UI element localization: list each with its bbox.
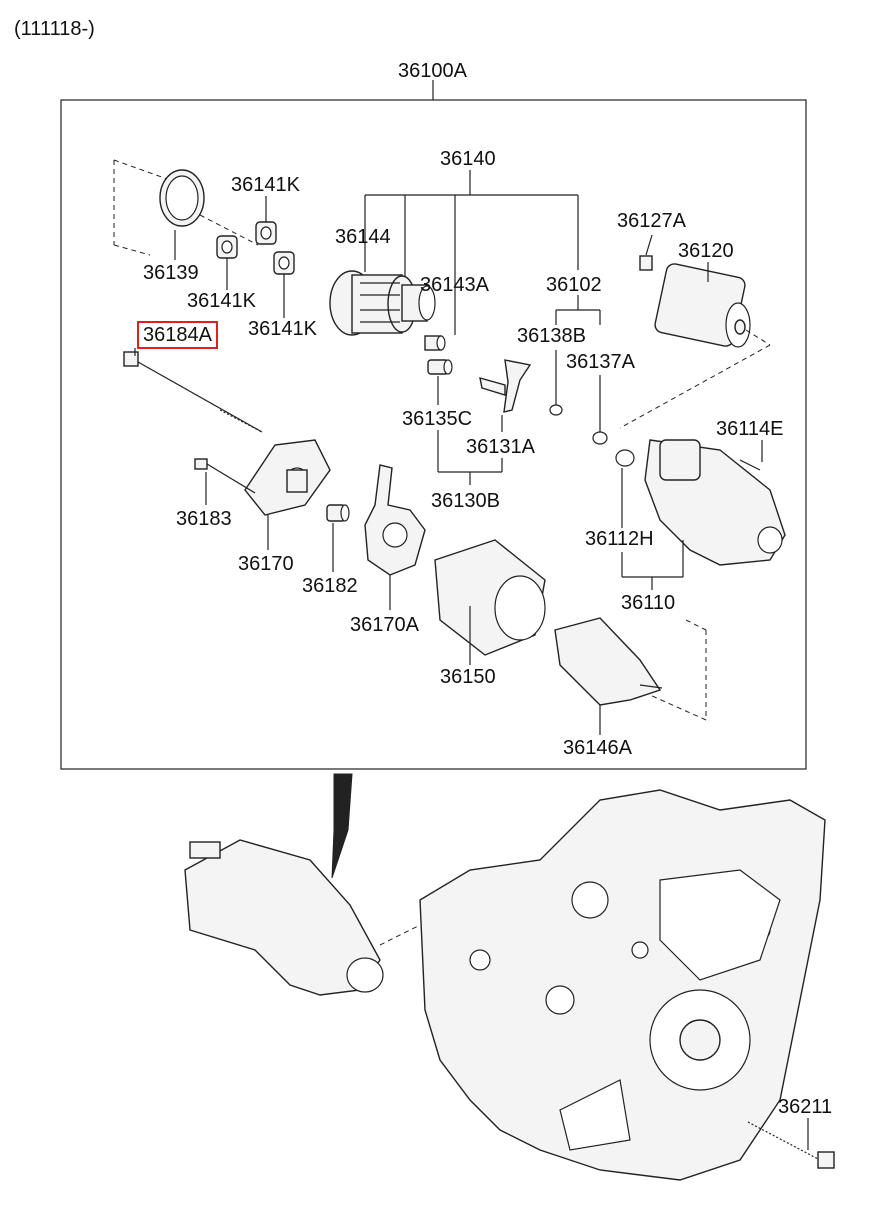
front-housing-36110 — [615, 439, 786, 566]
gear-36141K-c — [273, 251, 295, 275]
solenoid-36120 — [639, 255, 751, 348]
rear-cover-36170 — [244, 439, 331, 516]
label-36170[interactable]: 36170 — [238, 553, 294, 575]
collar-36135C — [427, 359, 453, 375]
label-36100A[interactable]: 36100A — [398, 60, 467, 82]
gear-36141K-a — [255, 221, 277, 245]
lever-36131A — [479, 359, 532, 413]
engine-block — [419, 789, 826, 1181]
label-36141K-a[interactable]: 36141K — [231, 174, 300, 196]
label-36170A[interactable]: 36170A — [350, 614, 419, 636]
label-36112H[interactable]: 36112H — [585, 528, 654, 550]
leader-36139 — [113, 159, 259, 260]
label-36144[interactable]: 36144 — [335, 226, 391, 248]
ring-36138B — [549, 404, 563, 416]
date-code: (111118-) — [14, 18, 95, 40]
brush-holder-36170A — [364, 464, 426, 576]
label-36141K-c[interactable]: 36141K — [248, 318, 317, 340]
screw-36183 — [194, 458, 256, 494]
label-36184A-highlighted[interactable]: 36184A — [137, 321, 218, 349]
label-36127A[interactable]: 36127A — [617, 210, 686, 232]
yoke-36150 — [434, 539, 546, 656]
bushing-36182 — [326, 504, 350, 522]
leader-36130B — [437, 430, 503, 485]
label-36146A[interactable]: 36146A — [563, 737, 632, 759]
label-36131A[interactable]: 36131A — [466, 436, 535, 458]
label-36183[interactable]: 36183 — [176, 508, 232, 530]
clutch-36144 — [329, 270, 436, 336]
label-36135C[interactable]: 36135C — [402, 408, 473, 430]
label-36130B[interactable]: 36130B — [431, 490, 500, 512]
label-36139[interactable]: 36139 — [143, 262, 199, 284]
label-36140[interactable]: 36140 — [440, 148, 496, 170]
label-36114E[interactable]: 36114E — [716, 418, 784, 440]
label-36141K-b[interactable]: 36141K — [187, 290, 256, 312]
label-36102[interactable]: 36102 — [546, 274, 602, 296]
ring-36137A — [592, 431, 608, 445]
through-bolt-36184A — [123, 351, 263, 433]
gear-36141K-b — [216, 235, 238, 259]
bolt-36114E — [739, 459, 761, 471]
bolt-36211 — [747, 1121, 835, 1169]
label-36137A[interactable]: 36137A — [566, 351, 635, 373]
label-36143A[interactable]: 36143A — [420, 274, 489, 296]
label-36182[interactable]: 36182 — [302, 575, 358, 597]
leader-36110 — [621, 468, 684, 590]
callout-arrow — [331, 773, 353, 879]
label-36138B[interactable]: 36138B — [517, 325, 586, 347]
installed-starter — [184, 839, 384, 996]
label-36211[interactable]: 36211 — [778, 1096, 833, 1118]
label-36110[interactable]: 36110 — [621, 592, 676, 614]
armature-36146A — [554, 617, 663, 706]
label-36150[interactable]: 36150 — [440, 666, 496, 688]
leader-36102 — [555, 295, 601, 432]
label-36120[interactable]: 36120 — [678, 240, 734, 262]
pinion-36143A — [424, 335, 446, 351]
bushing-36112H — [615, 449, 635, 467]
